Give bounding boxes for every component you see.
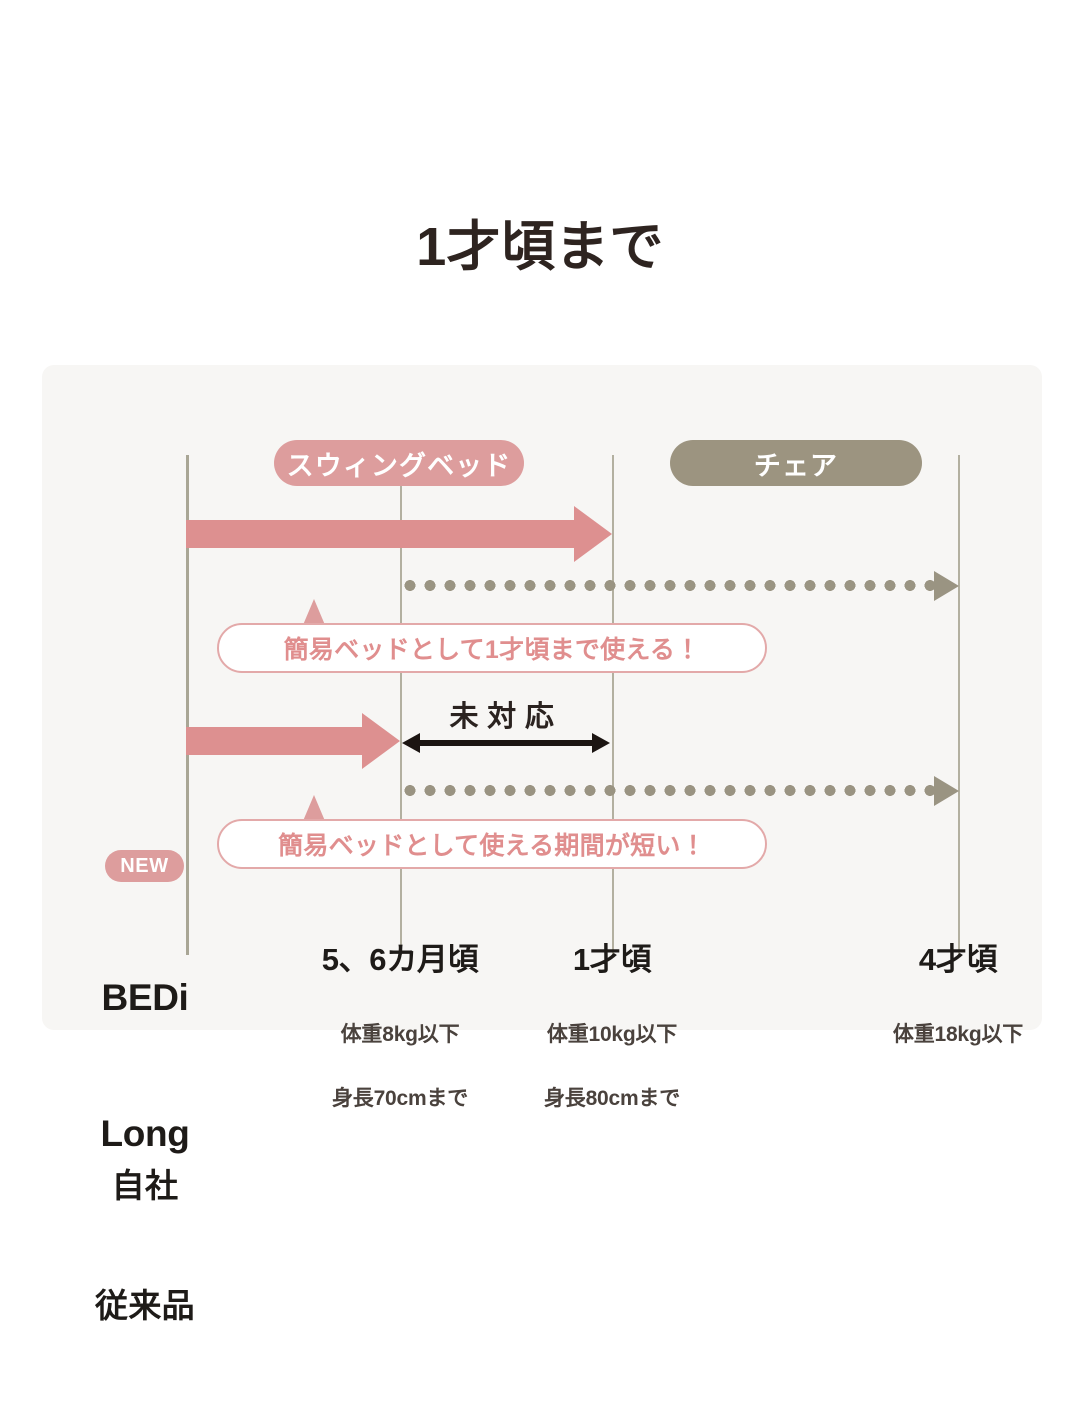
previous-chair-dotted-line	[400, 785, 934, 796]
previous-swing-bed-arrow-head	[362, 713, 400, 769]
axis-caption-4-years: 4才頃 体重18kg以下	[838, 898, 1078, 1085]
bedi-chair-dotted-line	[400, 580, 934, 591]
unsupported-label: 未対応	[400, 693, 612, 735]
unsupported-arrow-head-left	[402, 733, 420, 753]
axis-caption-5-6-months: 5、6カ月頃 体重8kg以下 身長70cmまで	[280, 898, 520, 1149]
axis-caption-4-years-weight: 体重18kg以下	[892, 1023, 1024, 1046]
previous-callout: 簡易ベッドとして使える期間が短い！	[217, 819, 767, 869]
unsupported-label-text: 未対応	[449, 701, 563, 733]
bedi-swing-bed-arrow-shaft	[186, 520, 574, 548]
bedi-callout-pointer-icon	[303, 599, 325, 625]
bedi-callout: 簡易ベッドとして1才頃まで使える！	[217, 623, 767, 673]
row-label-own-previous-line-1: 自社	[111, 1166, 179, 1204]
row-label-own-previous-line-2: 従来品	[95, 1287, 195, 1325]
previous-swing-bed-arrow-shaft	[186, 727, 362, 755]
gridline-5-6-months	[400, 455, 402, 955]
unsupported-range-double-arrow	[402, 733, 610, 753]
previous-callout-text: 簡易ベッドとして使える期間が短い！	[278, 832, 706, 860]
legend-pill-chair-label: チェア	[753, 450, 839, 481]
previous-swing-bed-arrow	[186, 713, 400, 769]
legend-pill-swing-bed: スウィングベッド	[274, 440, 524, 486]
gridline-1-year	[612, 455, 614, 955]
page-root: 1才頃まで 「スウィングベッド」で 長く使える スウィングベッド チェア NEW…	[42, 217, 1042, 1324]
axis-line-origin	[186, 455, 189, 955]
axis-caption-5-6-months-height: 身長70cmまで	[331, 1086, 469, 1110]
axis-caption-1-year: 1才頃 体重10kg以下 身長80cmまで	[492, 898, 732, 1149]
axis-caption-1-year-weight: 体重10kg以下	[546, 1023, 678, 1046]
badge-new-label: NEW	[120, 854, 169, 877]
gridline-4-years	[958, 455, 960, 955]
badge-new: NEW	[105, 850, 184, 882]
previous-callout-pointer-icon	[303, 795, 325, 821]
axis-caption-1-year-age: 1才頃	[572, 942, 652, 977]
row-label-own-previous: 自社 従来品	[60, 1085, 230, 1407]
axis-caption-5-6-months-weight: 体重8kg以下	[340, 1023, 460, 1046]
axis-caption-1-year-height: 身長80cmまで	[543, 1086, 681, 1110]
row-label-bedi-long-line-1: BEDi	[101, 977, 189, 1019]
bedi-swing-bed-arrow	[186, 506, 612, 562]
legend-pill-chair: チェア	[670, 440, 922, 486]
legend-pill-swing-bed-label: スウィングベッド	[286, 450, 512, 481]
previous-chair-dotted-arrow-head	[934, 776, 959, 806]
bedi-swing-bed-arrow-head	[574, 506, 612, 562]
unsupported-arrow-head-right	[592, 733, 610, 753]
axis-caption-4-years-age: 4才頃	[918, 942, 998, 977]
unsupported-arrow-shaft	[418, 740, 594, 746]
page-title-line-1: 1才頃まで	[416, 217, 664, 278]
axis-caption-5-6-months-age: 5、6カ月頃	[321, 942, 479, 977]
bedi-callout-text: 簡易ベッドとして1才頃まで使える！	[283, 636, 701, 664]
comparison-chart-panel: スウィングベッド チェア NEW BEDi Long 簡易ベッドとして1才頃まで…	[42, 365, 1042, 1324]
bedi-chair-dotted-arrow-head	[934, 571, 959, 601]
